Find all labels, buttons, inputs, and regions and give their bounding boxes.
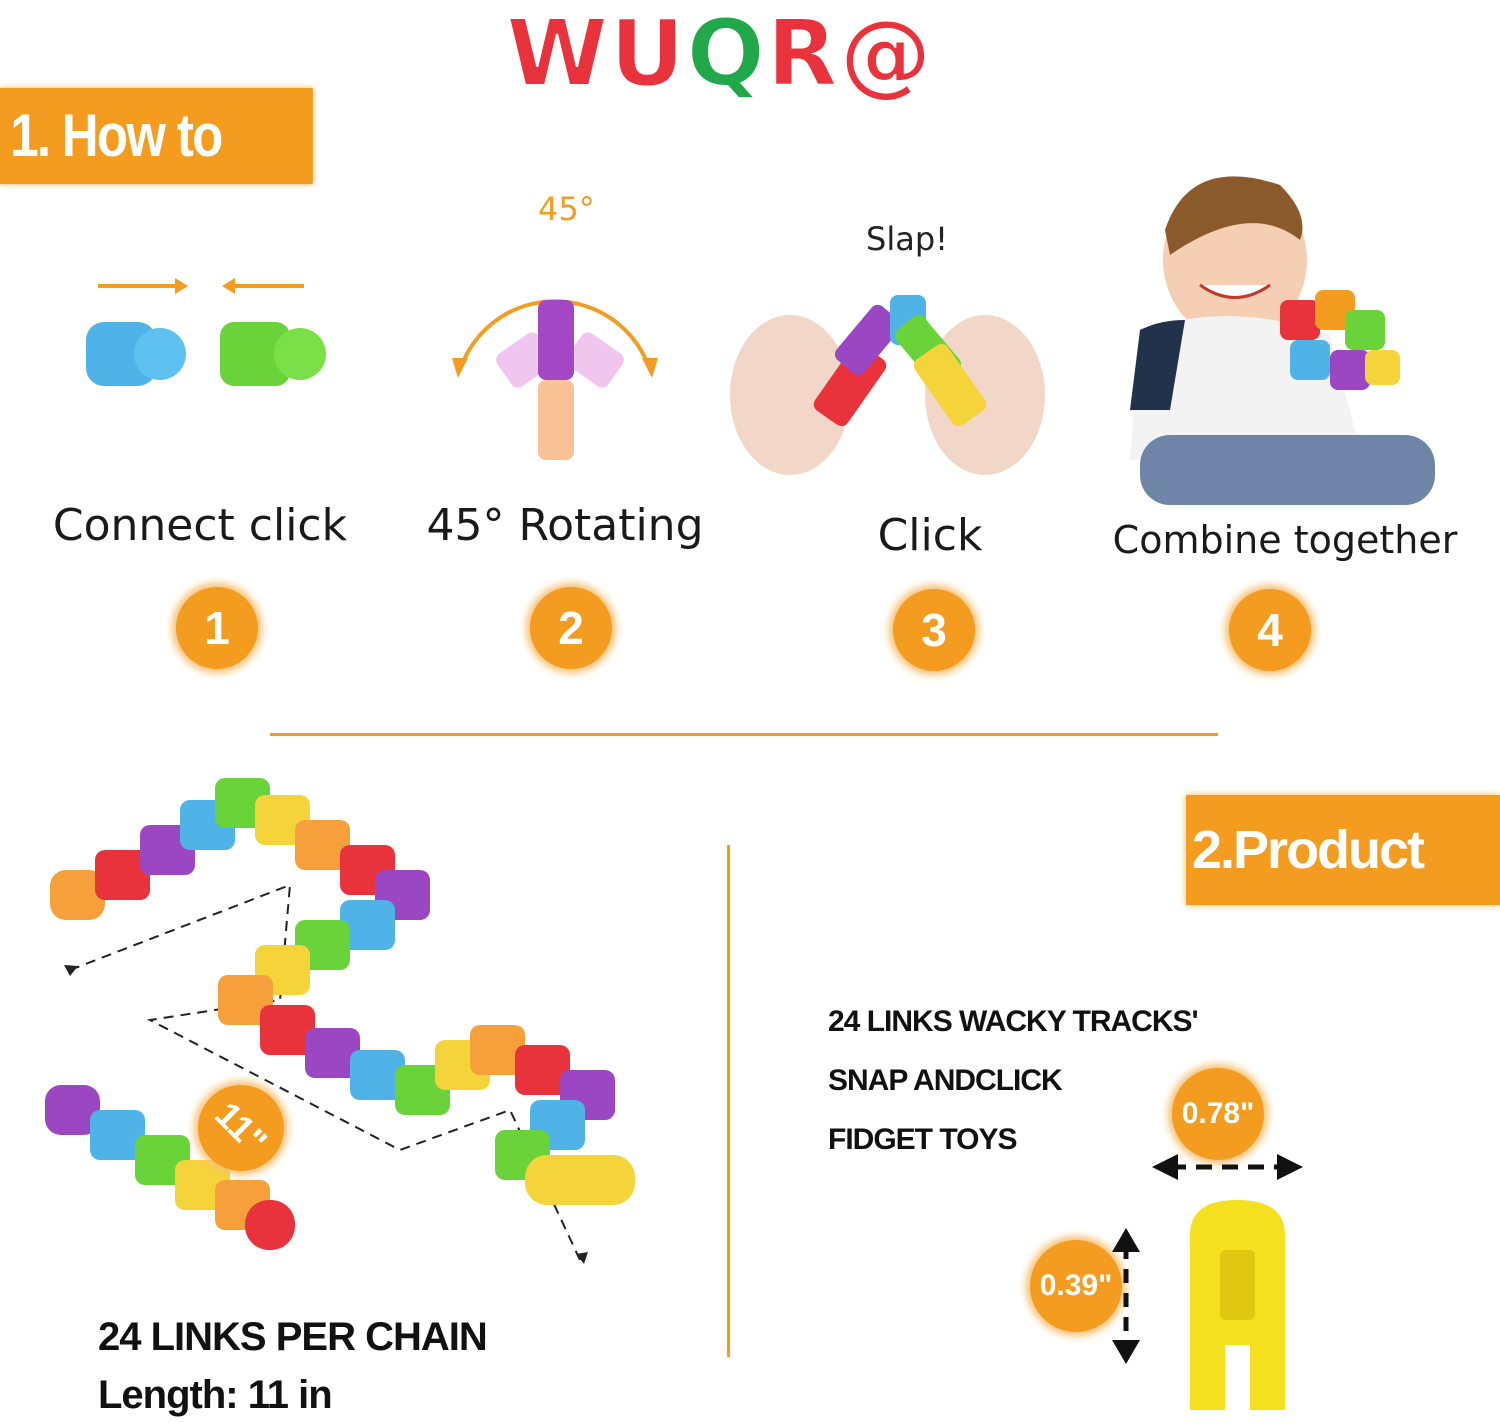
child-playing-photo: [1130, 160, 1440, 505]
dimension-arrows: [1112, 1154, 1303, 1364]
step-2-badge: 2: [530, 587, 612, 669]
single-link-yellow: [1190, 1200, 1285, 1410]
brand-letter: @: [839, 0, 934, 108]
step-1-label: Connect click: [52, 500, 348, 551]
chain-illustration: [45, 778, 635, 1264]
angle-label: 45°: [538, 190, 595, 228]
section-product-size-banner: 2.Product size: [1186, 795, 1500, 990]
step-3-badge: 3: [893, 589, 975, 671]
chain-caption-links: 24 LINKS PER CHAIN: [98, 1315, 488, 1359]
product-line-2: SNAP ANDCLICK: [828, 1064, 1063, 1097]
section-divider: [270, 733, 1218, 736]
step-1-badge: 1: [176, 587, 258, 669]
section-title: 1. How to play: [10, 102, 223, 265]
height-dimension-badge: 0.39": [1030, 1240, 1122, 1332]
connect-click-illustration: [86, 278, 326, 386]
brand-letter: R: [766, 0, 840, 108]
brand-letter: Q: [686, 0, 767, 108]
step-4-badge: 4: [1229, 589, 1311, 671]
click-illustration: [730, 295, 1045, 475]
brand-letter: U: [609, 0, 687, 108]
chain-caption-length: Length: 11 in: [98, 1373, 333, 1417]
section-how-to-play-banner: 1. How to play: [0, 88, 313, 265]
step-4-label: Combine together: [1112, 518, 1458, 562]
slap-label: Slap!: [866, 220, 948, 258]
rotating-illustration: [452, 299, 658, 460]
vertical-divider: [727, 845, 730, 1357]
brand-letter: W: [505, 0, 610, 108]
product-line-1: 24 LINKS WACKY TRACKS': [828, 1005, 1199, 1038]
brand-logo: WUQR@: [420, 0, 1020, 110]
width-dimension-badge: 0.78": [1172, 1068, 1264, 1160]
product-line-3: FIDGET TOYS: [828, 1123, 1017, 1156]
step-2-label: 45° Rotating: [426, 500, 704, 551]
section-title: 2.Product size: [1192, 820, 1425, 990]
step-3-label: Click: [877, 510, 983, 561]
